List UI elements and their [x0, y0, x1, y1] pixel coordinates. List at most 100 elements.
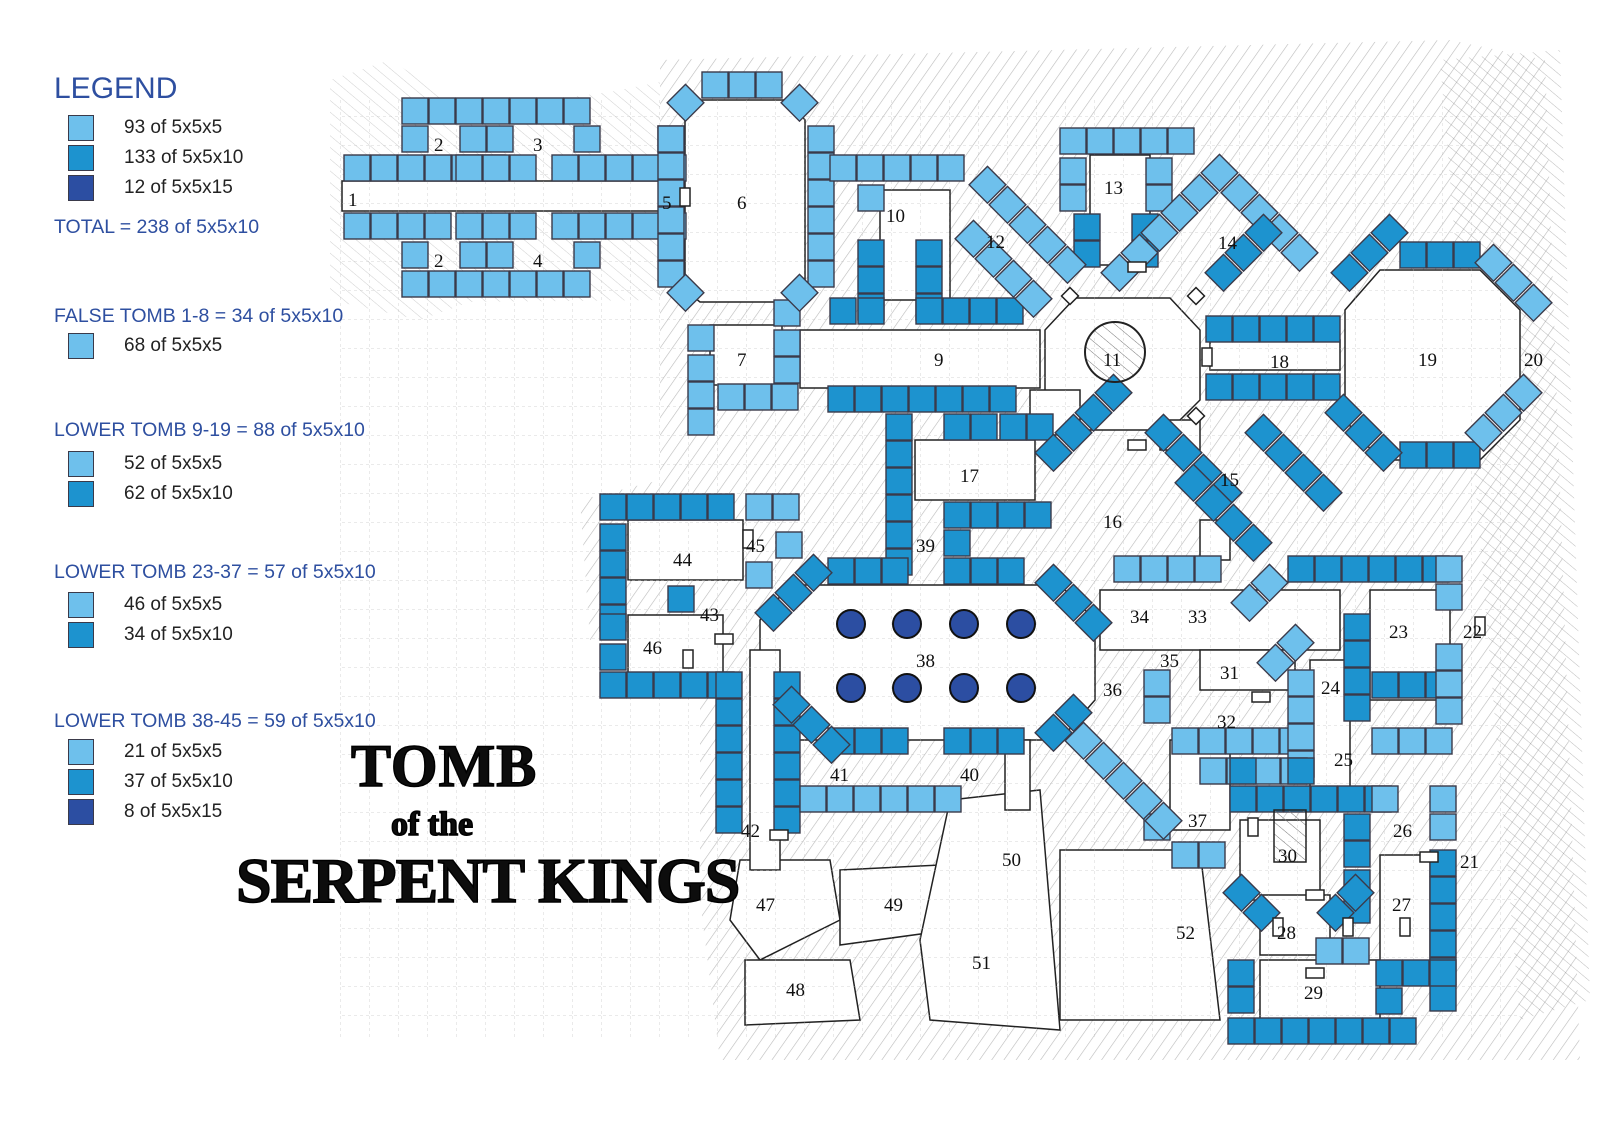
- block-marker: [397, 154, 425, 182]
- block-marker: [999, 413, 1027, 441]
- block-marker: [1113, 127, 1141, 155]
- block-marker: [1429, 785, 1457, 813]
- room-number-label: 46: [643, 638, 662, 659]
- block-marker: [343, 154, 371, 182]
- block-marker: [599, 550, 627, 578]
- block-marker: [1368, 555, 1396, 583]
- block-marker: [854, 557, 882, 585]
- block-marker: [626, 493, 654, 521]
- legend-item-label: 52 of 5x5x5: [124, 453, 223, 474]
- block-marker: [482, 154, 510, 182]
- block-marker: [1026, 413, 1054, 441]
- room-number-label: 30: [1278, 846, 1297, 867]
- room-number-label: 28: [1277, 923, 1296, 944]
- block-marker: [1343, 694, 1371, 722]
- block-marker: [943, 727, 971, 755]
- block-marker: [701, 71, 729, 99]
- block-marker: [1171, 727, 1199, 755]
- room-number-label: 25: [1334, 750, 1353, 771]
- dark-blue-swatch-icon: [68, 799, 94, 825]
- room-number-label: 14: [1218, 233, 1238, 254]
- block-marker: [1342, 937, 1370, 965]
- legend-item: 133 of 5x5x10: [68, 144, 243, 172]
- block-marker: [1198, 841, 1226, 869]
- room-number-label: 52: [1176, 923, 1195, 944]
- block-marker: [1171, 841, 1199, 869]
- block-marker: [1194, 483, 1233, 523]
- room-number-label: 5: [662, 193, 672, 214]
- legend-item: 8 of 5x5x15: [68, 798, 222, 826]
- block-marker: [1514, 283, 1553, 323]
- block-marker: [857, 297, 885, 325]
- legend-total: TOTAL = 238 of 5x5x10: [54, 216, 260, 238]
- light-blue-swatch-icon: [68, 115, 94, 141]
- block-marker: [1232, 373, 1260, 401]
- block-marker: [807, 179, 835, 207]
- block-marker: [1230, 583, 1269, 623]
- block-marker: [657, 152, 685, 180]
- block-marker: [910, 154, 938, 182]
- room-number-label: 13: [1104, 178, 1123, 199]
- block-marker: [997, 501, 1025, 529]
- block-marker: [1389, 1017, 1417, 1045]
- block-marker: [1144, 801, 1183, 841]
- block-marker: [1276, 623, 1315, 663]
- block-marker: [799, 785, 827, 813]
- block-marker: [599, 671, 627, 699]
- block-marker: [1453, 441, 1481, 469]
- block-marker: [1310, 785, 1338, 813]
- block-marker: [715, 752, 743, 780]
- block-marker: [1074, 393, 1113, 433]
- room-number-label: 32: [1217, 712, 1236, 733]
- block-marker: [988, 185, 1027, 225]
- block-marker: [1073, 213, 1101, 241]
- room-number-label: 21: [1460, 852, 1479, 873]
- block-marker: [605, 212, 633, 240]
- block-marker: [885, 521, 913, 549]
- block-marker: [1259, 315, 1287, 343]
- legend-item: 68 of 5x5x5: [68, 332, 222, 360]
- block-marker: [1144, 413, 1183, 453]
- block-marker: [1435, 555, 1463, 583]
- block-marker: [1335, 1017, 1363, 1045]
- block-marker: [883, 154, 911, 182]
- block-marker: [943, 413, 971, 441]
- block-marker: [1214, 503, 1253, 543]
- block-marker: [707, 493, 735, 521]
- mid-blue-swatch-icon: [68, 145, 94, 171]
- block-marker: [632, 212, 660, 240]
- block-marker: [509, 154, 537, 182]
- block-marker: [653, 493, 681, 521]
- block-marker: [829, 297, 857, 325]
- legend-item: 37 of 5x5x10: [68, 768, 233, 796]
- block-marker: [509, 212, 537, 240]
- block-marker: [715, 806, 743, 834]
- block-marker: [772, 493, 800, 521]
- block-marker: [970, 501, 998, 529]
- block-marker: [807, 260, 835, 288]
- block-marker: [424, 154, 452, 182]
- block-markers: [343, 71, 1553, 1045]
- block-marker: [1336, 873, 1375, 913]
- block-marker: [881, 385, 909, 413]
- legend-item-label: 37 of 5x5x10: [124, 771, 233, 792]
- block-marker: [792, 705, 831, 745]
- block-marker: [1256, 643, 1295, 683]
- block-marker: [1435, 583, 1463, 611]
- block-marker: [717, 383, 745, 411]
- block-marker: [1287, 723, 1315, 751]
- block-marker: [1074, 603, 1113, 643]
- block-marker: [1227, 959, 1255, 987]
- well-icon: [1084, 321, 1146, 383]
- block-marker: [536, 97, 564, 125]
- room-number-label: 12: [986, 232, 1005, 253]
- block-marker: [401, 97, 429, 125]
- block-marker: [666, 273, 705, 313]
- room-number-label: 42: [741, 821, 760, 842]
- block-marker: [1425, 727, 1453, 755]
- block-marker: [1464, 413, 1503, 453]
- room-number-label: 19: [1418, 350, 1437, 371]
- block-marker: [885, 440, 913, 468]
- light-blue-swatch-icon: [68, 592, 94, 618]
- block-marker: [1429, 813, 1457, 841]
